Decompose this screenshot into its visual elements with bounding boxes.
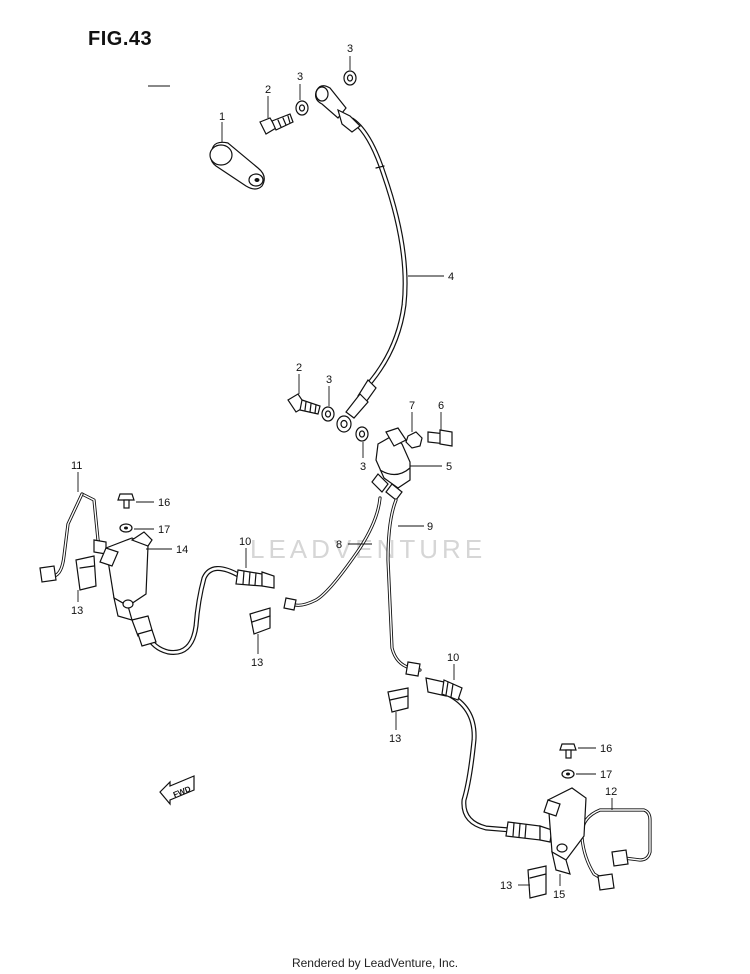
leader-lines	[77, 56, 613, 886]
callout-17: 17	[600, 769, 612, 781]
part-12-brake-pipe[interactable]	[580, 808, 652, 891]
fwd-arrow-icon: FWD	[159, 775, 195, 806]
part-13-clip-d[interactable]	[527, 865, 547, 899]
callout-11: 11	[71, 460, 82, 472]
part-11-brake-pipe[interactable]	[39, 492, 107, 583]
part-9-brake-pipe[interactable]	[386, 498, 422, 677]
callout-7: 7	[409, 400, 415, 412]
callout-2: 2	[296, 362, 302, 374]
callout-3: 3	[326, 374, 332, 386]
callout-5: 5	[446, 461, 452, 473]
part-2-union-bolt-top[interactable]	[259, 113, 294, 135]
callout-14: 14	[176, 544, 188, 556]
part-17-washer-left[interactable]	[119, 523, 133, 533]
part-3-washer-a[interactable]	[295, 100, 309, 116]
callout-4: 4	[448, 271, 454, 283]
part-8-brake-pipe[interactable]	[283, 496, 382, 611]
figure-title: FIG.43	[88, 28, 153, 50]
callout-3: 3	[347, 43, 353, 55]
part-16-bolt-right[interactable]	[559, 743, 577, 759]
part-3-washer-c[interactable]	[321, 406, 335, 422]
part-13-clip-c[interactable]	[387, 687, 409, 713]
callout-12: 12	[605, 786, 617, 798]
callout-8: 8	[336, 539, 342, 551]
part-1-cap[interactable]	[209, 141, 265, 190]
part-13-clip-b[interactable]	[249, 607, 271, 635]
part-14-bracket[interactable]	[99, 531, 153, 621]
part-5-junction-block[interactable]	[371, 427, 411, 501]
part-3-washer-b[interactable]	[343, 70, 357, 86]
part-16-bolt-left[interactable]	[117, 493, 135, 509]
part-17-washer-right[interactable]	[561, 769, 575, 779]
part-2-union-bolt-bottom[interactable]	[287, 393, 321, 415]
callout-10: 10	[447, 652, 459, 664]
callouts: 1 2 3 3 4 2 3 7 6 3 5 11 16 17 14 10 8 9…	[71, 43, 617, 901]
callout-1: 1	[219, 111, 225, 123]
callout-15: 15	[553, 889, 565, 901]
callout-6: 6	[438, 400, 444, 412]
callout-17: 17	[158, 524, 170, 536]
callout-2: 2	[265, 84, 271, 96]
callout-3: 3	[297, 71, 303, 83]
callout-10: 10	[239, 536, 251, 548]
part-3-washer-d[interactable]	[355, 426, 369, 442]
part-4-brake-hose[interactable]	[315, 85, 408, 433]
footer-credit: Rendered by LeadVenture, Inc.	[291, 956, 459, 970]
callout-16: 16	[600, 743, 612, 755]
part-7-nut[interactable]	[405, 431, 423, 449]
callout-16: 16	[158, 497, 170, 509]
callout-13: 13	[389, 733, 401, 745]
callout-9: 9	[427, 521, 433, 533]
part-10-hose-right[interactable]	[425, 677, 553, 843]
callout-13: 13	[500, 880, 512, 892]
part-10-hose-left[interactable]	[131, 566, 275, 655]
part-13-clip-a[interactable]	[75, 555, 97, 591]
part-6-bolt[interactable]	[427, 429, 453, 447]
callout-3: 3	[360, 461, 366, 473]
callout-13: 13	[71, 605, 83, 617]
part-15-bracket[interactable]	[543, 787, 587, 875]
callout-13: 13	[251, 657, 263, 669]
